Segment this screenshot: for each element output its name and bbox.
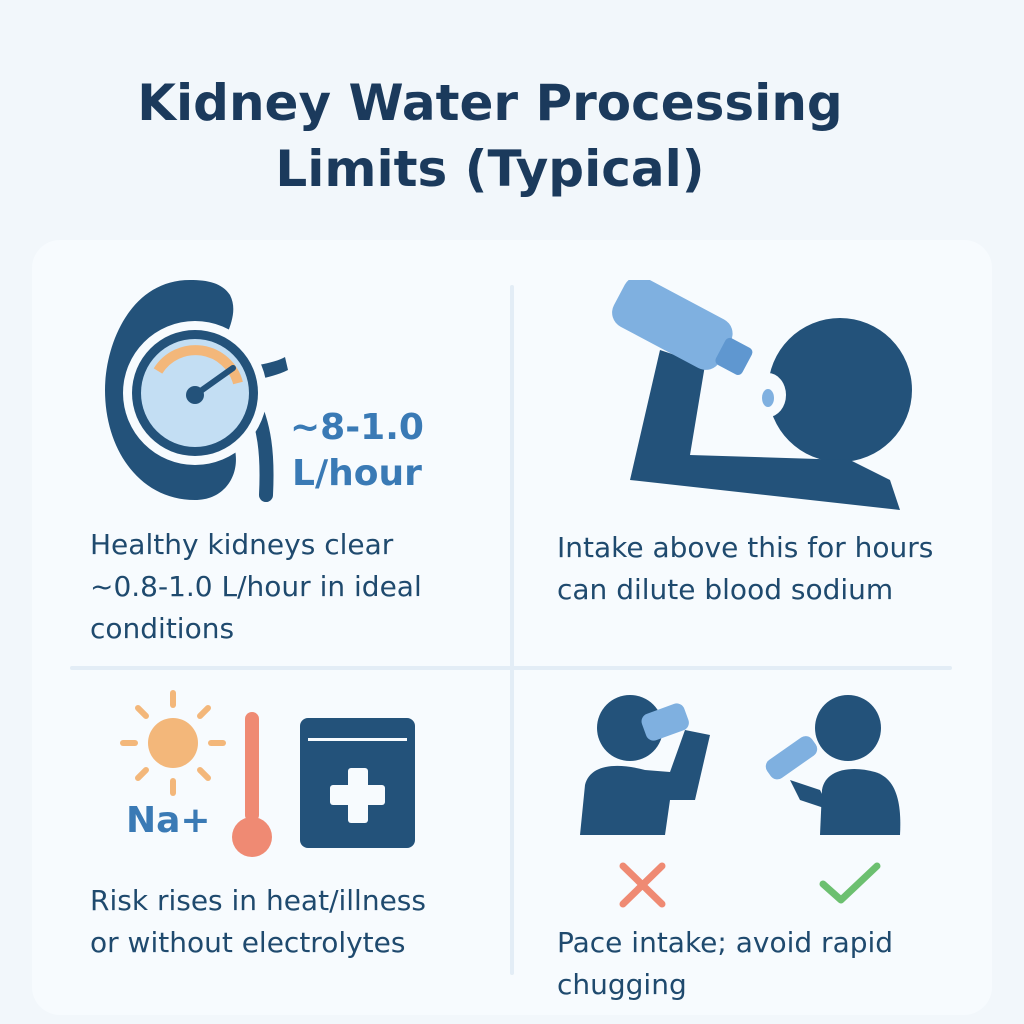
text-line: Risk rises in heat/illness [90,884,426,917]
panel-4-text: Pace intake; avoid rapid chugging [557,922,893,1006]
vertical-divider [510,285,514,975]
panel-3-text: Risk rises in heat/illness or without el… [90,880,426,964]
medical-kit-icon [300,718,415,848]
text-line: Intake above this for hours [557,531,934,564]
chugging-person-icon [580,695,710,835]
rate-unit: L/hour [292,453,422,494]
text-line: chugging [557,968,687,1001]
text-line: Healthy kidneys clear [90,528,394,561]
sodium-label: Na+ [126,800,211,841]
rate-readout: ~8-1.0 L/hour [290,405,424,497]
text-line: can dilute blood sodium [557,573,894,606]
sipping-person-icon [765,695,901,835]
thermometer-icon [232,712,272,857]
person-drinking-bottle-icon [612,280,912,510]
sun-icon [120,690,226,796]
text-line: conditions [90,612,235,645]
kidney-gauge-icon [105,280,288,502]
text-line: ~0.8-1.0 L/hour in ideal [90,570,422,603]
page-title: Kidney Water Processing Limits (Typical) [0,70,980,202]
panel-2-text: Intake above this for hours can dilute b… [557,527,933,611]
text-line: or without electrolytes [90,926,406,959]
rate-value: ~8-1.0 [290,407,424,448]
x-mark-icon [619,862,666,908]
panel-1-text: Healthy kidneys clear ~0.8-1.0 L/hour in… [90,524,422,650]
title-line-1: Kidney Water Processing [137,74,843,132]
check-mark-icon [819,862,881,904]
horizontal-divider [70,666,952,670]
text-line: Pace intake; avoid rapid [557,926,894,959]
title-line-2: Limits (Typical) [275,140,705,198]
